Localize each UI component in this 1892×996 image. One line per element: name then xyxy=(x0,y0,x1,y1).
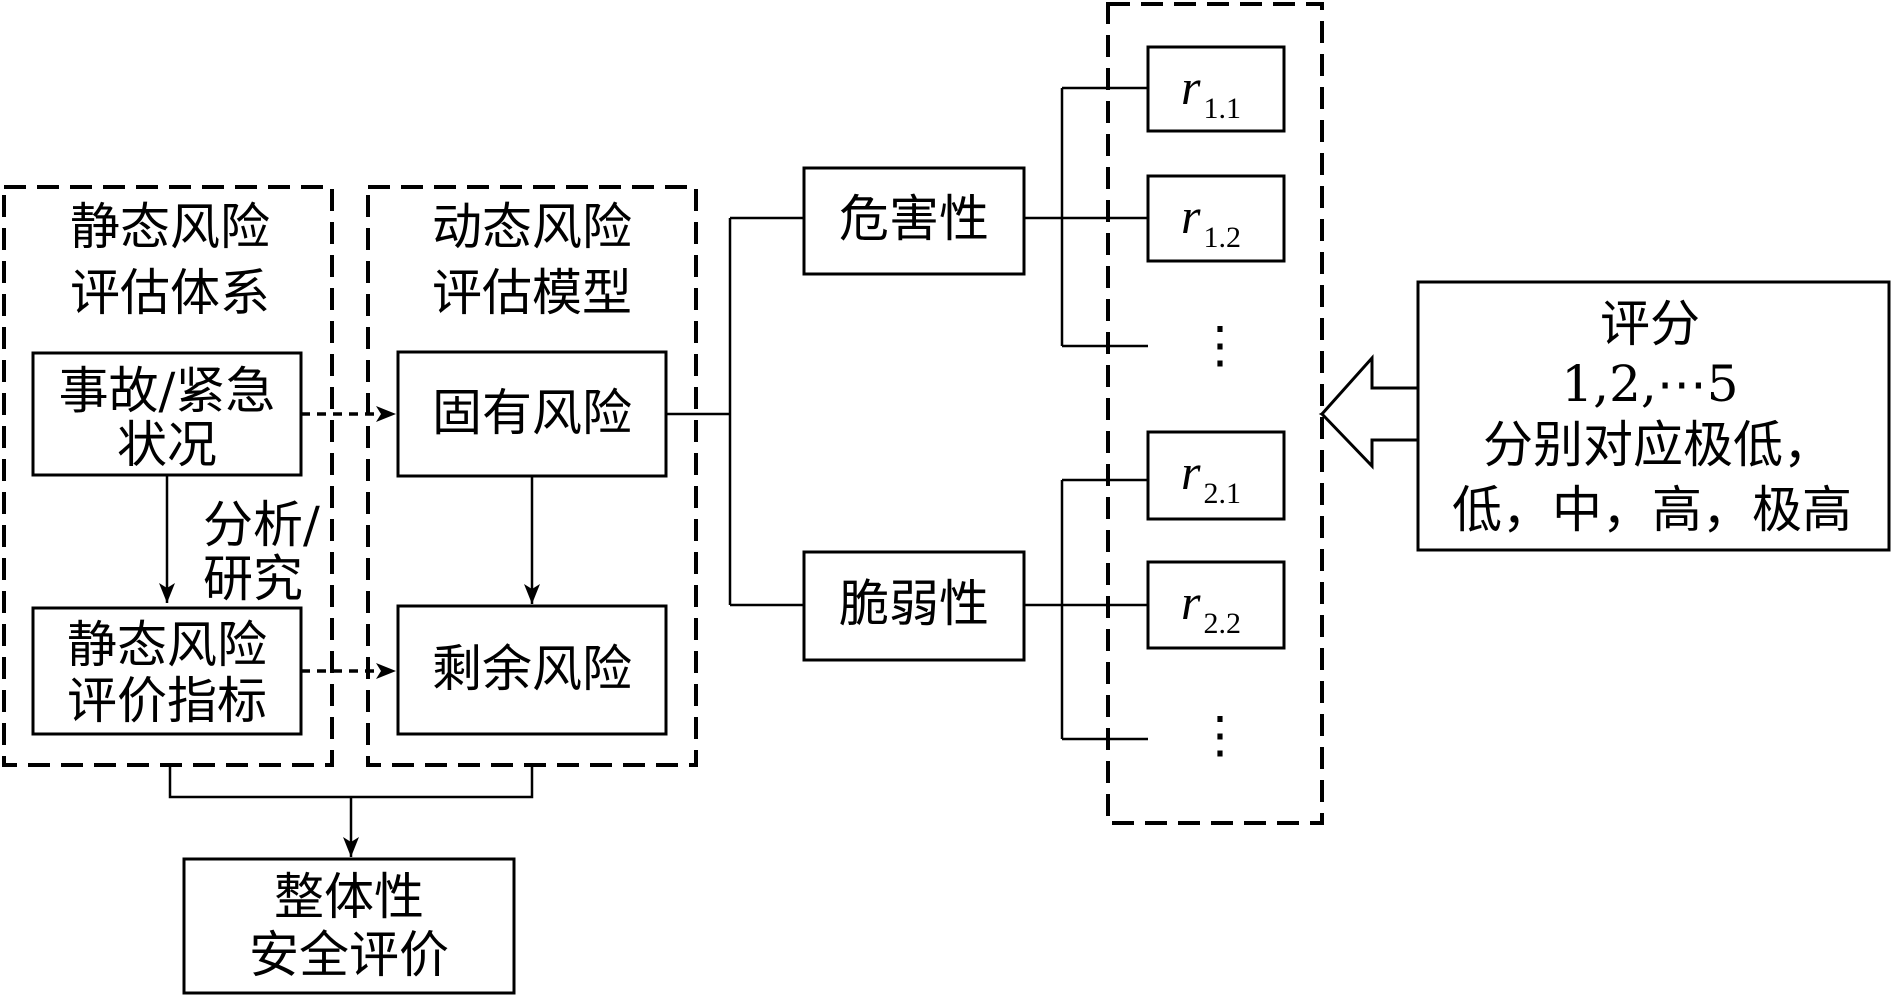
score-label-line3: 分别对应极低， xyxy=(1483,416,1833,474)
score-hollow-arrow-head xyxy=(1319,354,1420,470)
overall-label-line1: 整体性 xyxy=(274,868,424,926)
accident-label-line2: 状况 xyxy=(117,416,217,474)
analysis-label-line1: 分析/ xyxy=(203,496,320,554)
indicator-box-r12 xyxy=(1146,174,1286,263)
static-group-title-line1: 静态风险 xyxy=(70,198,270,256)
inherent-risk-box xyxy=(396,350,668,478)
residual-risk-box xyxy=(396,604,668,736)
score-label-line2: 1,2,⋯5 xyxy=(1561,355,1738,413)
dynamic-group-title-line1: 动态风险 xyxy=(432,198,632,256)
indicator-group-frame xyxy=(1106,2,1324,825)
overall-label-line2: 安全评价 xyxy=(249,926,449,984)
score-label-line1: 评分 xyxy=(1600,295,1700,353)
combine-connector xyxy=(168,765,534,799)
static-index-label-line1: 静态风险 xyxy=(67,616,267,674)
vulnerability-label: 脆弱性 xyxy=(839,575,989,633)
hazard-box xyxy=(802,166,1026,276)
static-group-title-line2: 评估体系 xyxy=(70,264,270,322)
inherent-risk-label: 固有风险 xyxy=(432,384,632,442)
indicator-box-r11 xyxy=(1146,45,1286,133)
indicator-ellipsis-1: ⋮ xyxy=(1195,316,1245,374)
indicator-box-r21 xyxy=(1146,430,1286,521)
indicator-box-r22 xyxy=(1146,560,1286,650)
dynamic-group-title-line2: 评估模型 xyxy=(432,264,632,322)
analysis-label-line2: 研究 xyxy=(203,550,303,608)
overall-box xyxy=(182,857,516,995)
risk-split-connector xyxy=(666,216,804,607)
vulnerability-tree-connector xyxy=(1024,478,1148,741)
vulnerability-box xyxy=(802,550,1026,662)
score-label-line4: 低，中，高，极高 xyxy=(1452,481,1852,539)
indicator-ellipsis-2: ⋮ xyxy=(1195,706,1245,764)
static-group-frame xyxy=(2,185,334,767)
accident-label-line1: 事故/紧急 xyxy=(59,362,276,420)
residual-risk-label: 剩余风险 xyxy=(432,640,632,698)
static-index-label-line2: 评价指标 xyxy=(67,672,267,730)
hazard-label: 危害性 xyxy=(839,190,989,248)
score-box xyxy=(1416,280,1891,552)
hazard-tree-connector xyxy=(1024,86,1148,348)
